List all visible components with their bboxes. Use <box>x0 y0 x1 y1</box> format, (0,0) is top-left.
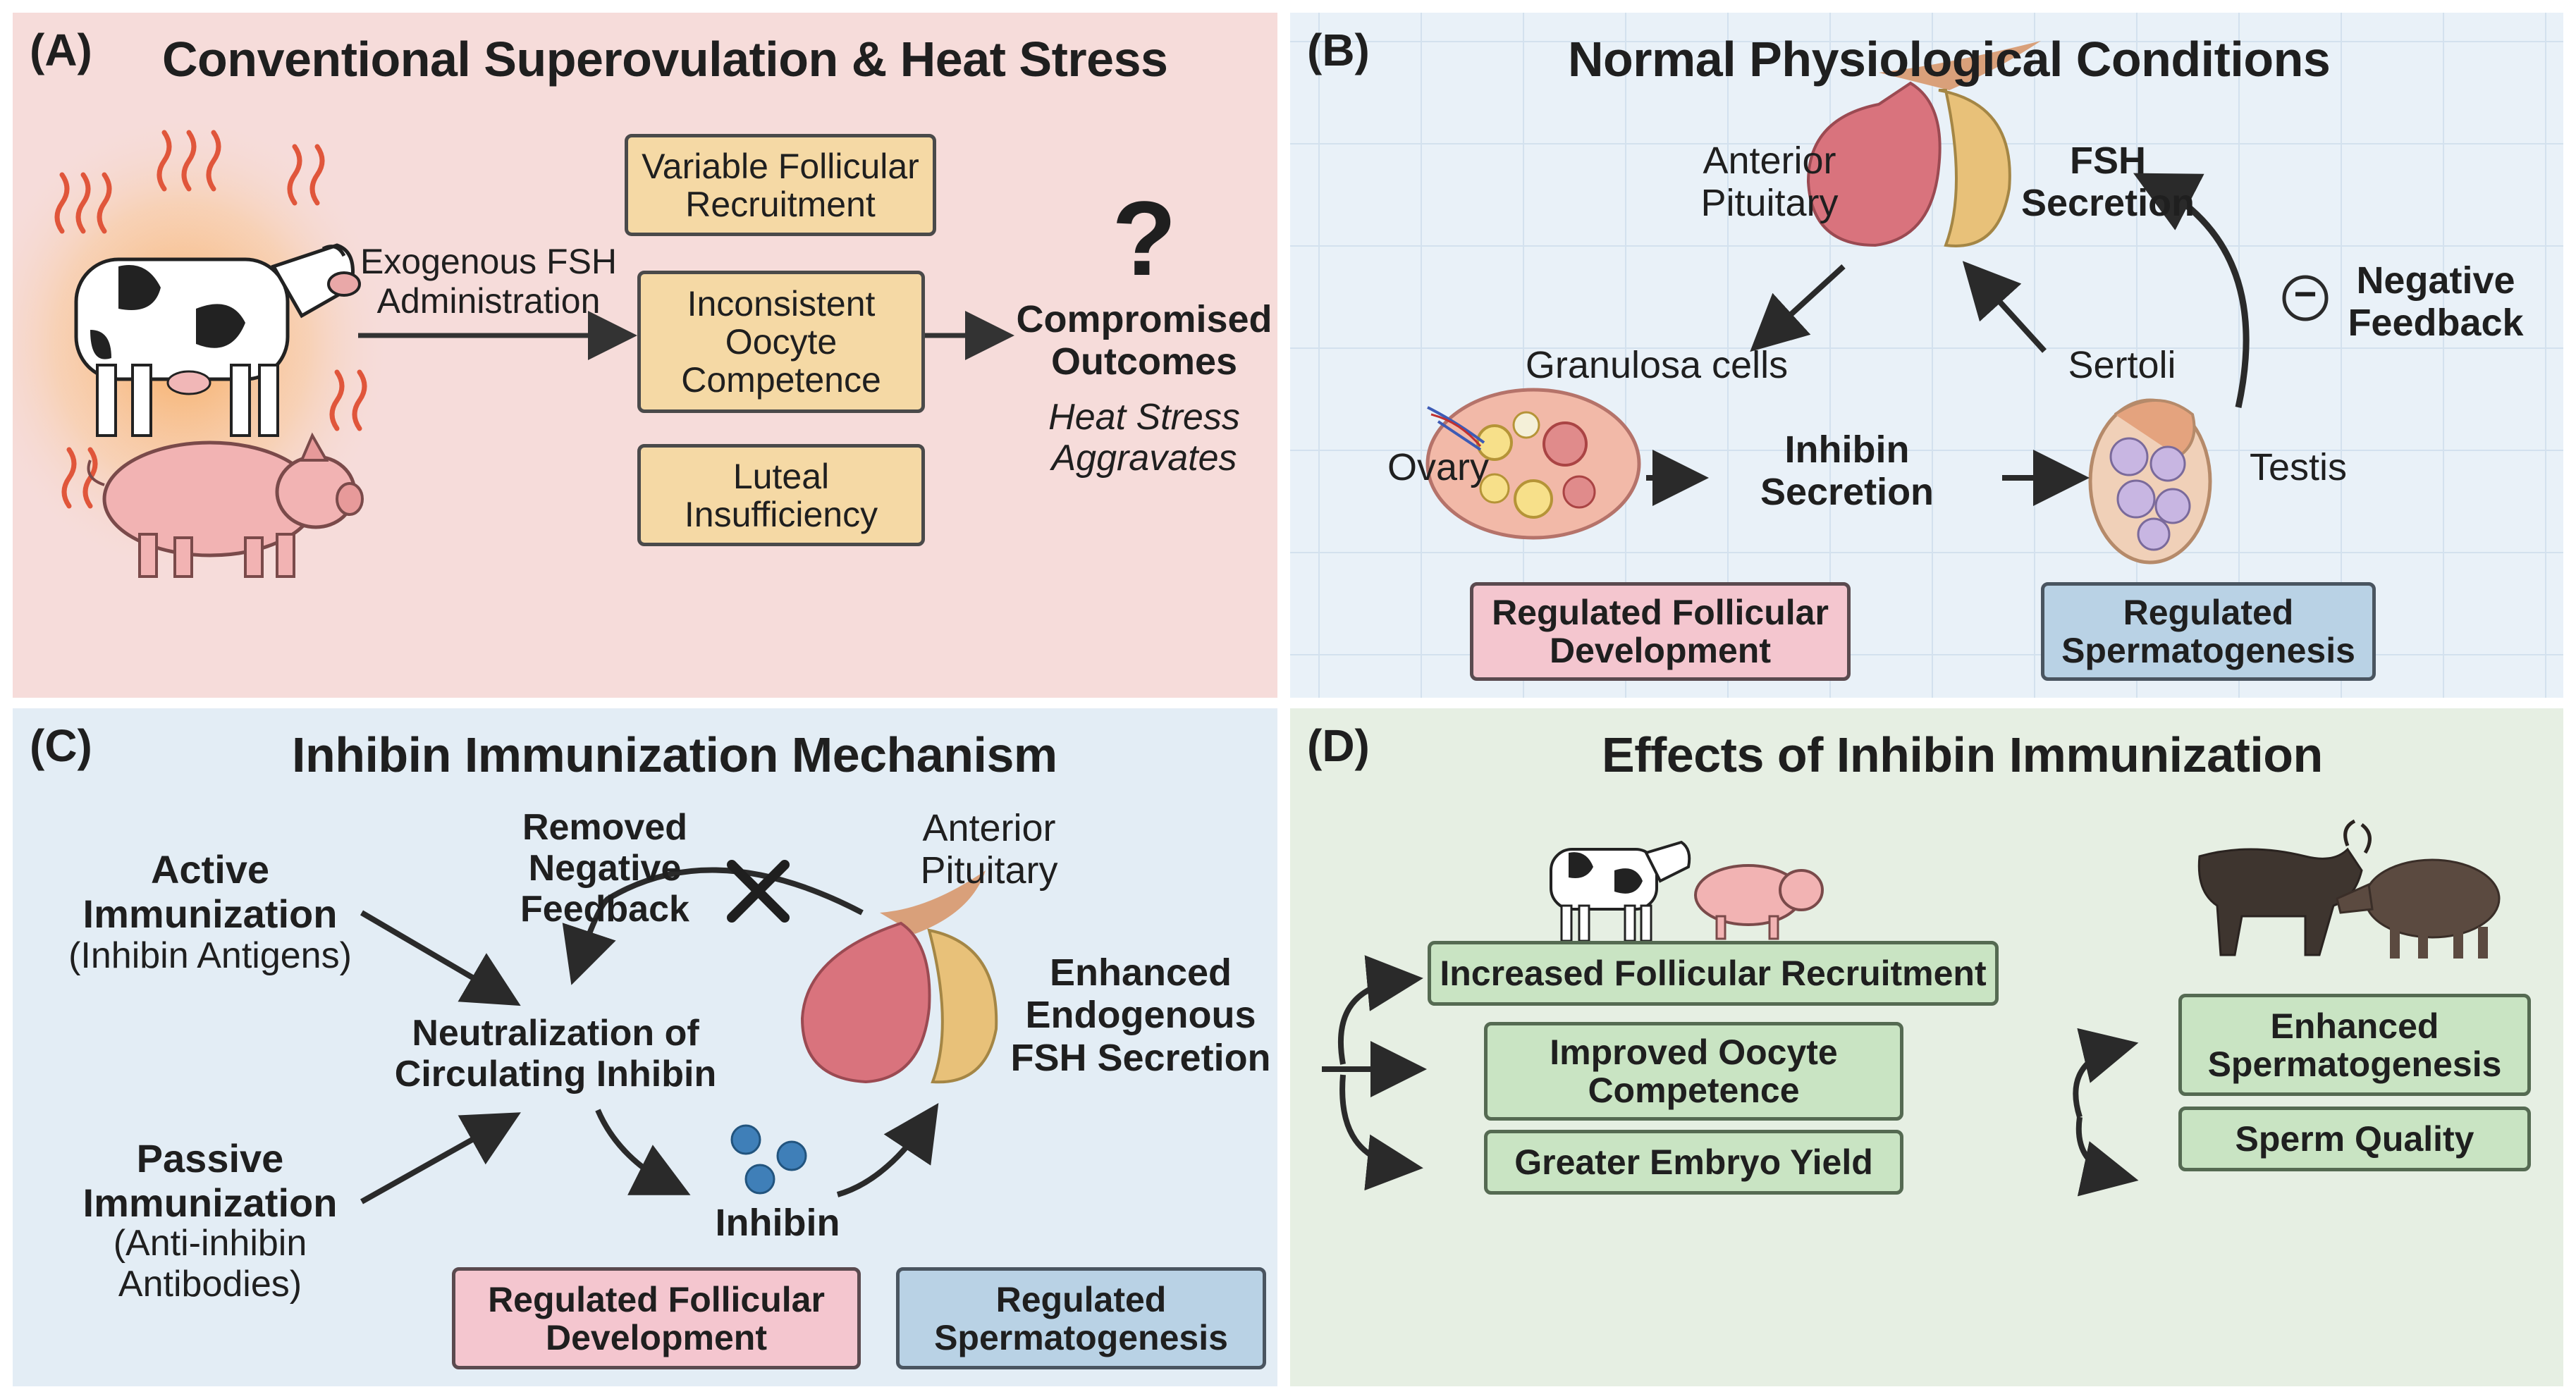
panel-c-label: (C) <box>30 720 92 771</box>
active-immunization-arrow <box>360 910 521 1006</box>
enhanced-spermatogenesis-box: Enhanced Spermatogenesis <box>2178 994 2531 1096</box>
boar-icon <box>2336 858 2501 959</box>
female-effects-brace-arrow-bottom <box>1339 1074 1423 1191</box>
panel-c-graphics <box>360 860 998 1204</box>
pig-icon <box>87 432 364 578</box>
panel-c-title: Inhibin Immunization Mechanism <box>292 727 1057 782</box>
regulated-spermatogenesis-box: Regulated Spermatogenesis <box>2041 582 2376 681</box>
compromised-outcomes-label: Compromised Outcomes <box>1016 298 1272 383</box>
cow-icon <box>1550 840 1691 942</box>
luteal-insufficiency-box: Luteal Insufficiency <box>637 444 925 546</box>
variable-follicular-recruitment-box: Variable Follicular Recruitment <box>625 134 936 236</box>
blocked-x-icon <box>727 860 790 923</box>
male-effects-arrow-top <box>2073 1028 2139 1118</box>
panel-c: (C) Inhibin Immunization Mechanism Activ… <box>13 708 1277 1386</box>
minus-circle-icon <box>2282 275 2329 321</box>
panel-d-graphics <box>1322 819 2501 1197</box>
enhanced-fsh-secretion-label: Enhanced Endogenous FSH Secretion <box>1010 951 1271 1079</box>
panel-a-title: Conventional Superovulation & Heat Stres… <box>162 32 1168 87</box>
regulated-follicular-development-box: Regulated Follicular Development <box>452 1267 861 1369</box>
panel-d-label: (D) <box>1307 720 1370 771</box>
panel-b-label: (B) <box>1307 25 1370 75</box>
passive-immunization-title: Passive Immunization <box>82 1136 338 1225</box>
testis-icon <box>2088 398 2212 565</box>
regulated-spermatogenesis-box: Regulated Spermatogenesis <box>896 1267 1266 1369</box>
active-immunization-title: Active Immunization <box>82 847 338 936</box>
inhibin-secretion-label: Inhibin Secretion <box>1760 429 1934 514</box>
panel-a: (A) Conventional Superovulation & Heat S… <box>13 13 1277 698</box>
panel-b-graphics <box>1425 41 2329 565</box>
removed-negative-feedback-label: Removed Negative Feedback <box>520 807 689 930</box>
negative-feedback-arrow <box>2133 173 2250 408</box>
sperm-quality-box: Sperm Quality <box>2178 1107 2531 1171</box>
greater-embryo-yield-box: Greater Embryo Yield <box>1484 1130 1903 1195</box>
heat-stress-note: Heat Stress Aggravates <box>1048 397 1240 479</box>
inhibin-molecules-icon <box>730 1124 807 1195</box>
heat-waves-icon <box>54 130 367 509</box>
increased-follicular-recruitment-box: Increased Follicular Recruitment <box>1428 941 1999 1006</box>
ovary-icon <box>1425 388 1641 540</box>
panel-d-title: Effects of Inhibin Immunization <box>1602 727 2323 782</box>
fsh-administration-label: Exogenous FSH Administration <box>360 242 618 321</box>
testis-label: Testis <box>2249 446 2348 488</box>
anterior-pituitary-icon <box>800 870 998 1084</box>
inhibin-to-pituitary-arrow <box>836 1103 939 1197</box>
question-mark-icon: ? <box>1112 179 1177 297</box>
sertoli-to-pituitary-arrow <box>1962 261 2047 353</box>
panel-a-graphics <box>13 111 1014 578</box>
ovary-label: Ovary <box>1387 446 1490 488</box>
panel-d: (D) Effects of Inhibin Immunization Incr… <box>1290 708 2563 1386</box>
neutralization-label: Neutralization of Circulating Inhibin <box>394 1013 717 1095</box>
bull-icon <box>2197 819 2372 956</box>
anterior-pituitary-label: Anterior Pituitary <box>1700 140 1839 225</box>
pituitary-to-ovary-arrow <box>1750 264 1846 352</box>
minus-symbol: − <box>2293 271 2317 316</box>
negative-feedback-label: Negative Feedback <box>2348 259 2524 345</box>
inhibin-label: Inhibin <box>715 1202 840 1244</box>
cow-icon <box>74 243 361 437</box>
inconsistent-oocyte-competence-box: Inconsistent Oocyte Competence <box>637 271 925 413</box>
granulosa-cells-label: Granulosa cells <box>1525 344 1789 386</box>
pig-icon <box>1694 864 1824 940</box>
female-effects-brace-arrow-top <box>1337 955 1423 1065</box>
removed-feedback-curve <box>562 867 864 985</box>
neutralization-to-inhibin-arrow <box>595 1109 691 1195</box>
passive-immunization-subtitle: (Anti-inhibin Antibodies) <box>113 1223 307 1305</box>
passive-immunization-arrow <box>360 1112 521 1204</box>
active-immunization-subtitle: (Inhibin Antigens) <box>68 935 352 976</box>
anterior-pituitary-icon <box>1806 41 2041 247</box>
sertoli-label: Sertoli <box>2068 344 2176 386</box>
fsh-secretion-label: FSH Secretion <box>2020 140 2195 225</box>
regulated-follicular-development-box: Regulated Follicular Development <box>1470 582 1851 681</box>
panel-b: (B) Normal Physiological Conditions Ante… <box>1290 13 2563 698</box>
panel-a-label: (A) <box>30 25 92 75</box>
male-effects-arrow-bottom <box>2075 1116 2139 1197</box>
anterior-pituitary-label: Anterior Pituitary <box>920 807 1058 892</box>
improved-oocyte-competence-box: Improved Oocyte Competence <box>1484 1022 1903 1121</box>
panel-b-title: Normal Physiological Conditions <box>1568 32 2331 87</box>
